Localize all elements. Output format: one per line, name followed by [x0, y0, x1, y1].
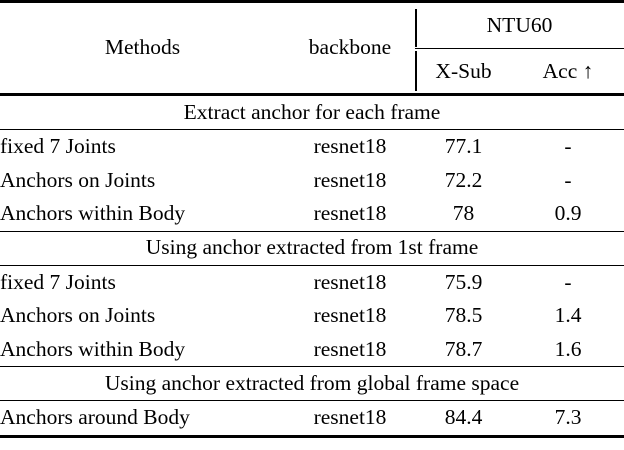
- cell-backbone: resnet18: [313, 336, 387, 361]
- cell-xsub: 78: [452, 201, 475, 225]
- cell-method: Anchors within Body: [0, 201, 186, 225]
- header-cell-group-ntu60: NTU60 X-Sub Acc ↑: [415, 2, 624, 95]
- vertical-rule-segment-top: [415, 9, 417, 47]
- column-header-ntu60: NTU60: [486, 12, 553, 37]
- cell-method: fixed 7 Joints: [0, 269, 116, 294]
- table-head: Methods backbone NTU60 X-Sub Acc ↑: [0, 1, 624, 95]
- cell-acc: 7.3: [554, 405, 582, 429]
- table-row: Anchors on Joints resnet18 78.5 1.4: [0, 299, 624, 333]
- cell-backbone: resnet18: [313, 303, 387, 327]
- cell-backbone: resnet18: [313, 201, 387, 225]
- cell-acc: -: [564, 134, 572, 158]
- cell-xsub: 78.5: [444, 303, 483, 327]
- column-header-xsub: X-Sub: [435, 58, 492, 83]
- header-cell-methods: Methods: [0, 2, 285, 95]
- table-row: Anchors within Body resnet18 78 0.9: [0, 197, 624, 231]
- cell-acc: -: [564, 269, 572, 294]
- cell-method: Anchors within Body: [0, 336, 186, 361]
- cell-acc: 1.4: [554, 303, 582, 327]
- group-header-wrap: NTU60 X-Sub Acc ↑: [415, 3, 624, 93]
- table-row: fixed 7 Joints resnet18 77.1 -: [0, 130, 624, 164]
- section-title-row: Extract anchor for each frame: [0, 95, 624, 130]
- table-body: Extract anchor for each frame fixed 7 Joi…: [0, 95, 624, 436]
- cell-xsub: 78.7: [444, 336, 483, 361]
- cell-backbone: resnet18: [313, 269, 387, 294]
- cell-acc: 1.6: [554, 336, 582, 361]
- cell-backbone: resnet18: [313, 167, 387, 192]
- table-row: Anchors around Body resnet18 84.4 7.3: [0, 401, 624, 436]
- vertical-rule-segment-bottom: [415, 51, 417, 91]
- header-row: Methods backbone NTU60 X-Sub Acc ↑: [0, 1, 624, 95]
- cell-acc: 0.9: [554, 201, 582, 225]
- section-title-row: Using anchor extracted from 1st frame: [0, 231, 624, 265]
- cell-xsub: 75.9: [444, 269, 483, 294]
- header-cell-backbone: backbone: [285, 2, 415, 95]
- table-row: fixed 7 Joints resnet18 75.9 -: [0, 265, 624, 299]
- column-header-acc: Acc ↑: [542, 58, 594, 83]
- section-title-row: Using anchor extracted from global frame…: [0, 367, 624, 401]
- table-row: Anchors within Body resnet18 78.7 1.6: [0, 333, 624, 367]
- cell-method: Anchors around Body: [0, 405, 190, 429]
- column-header-methods: Methods: [104, 35, 181, 60]
- cell-xsub: 84.4: [444, 405, 483, 429]
- cell-backbone: resnet18: [313, 405, 387, 429]
- table-row: Anchors on Joints resnet18 72.2 -: [0, 164, 624, 198]
- cell-method: fixed 7 Joints: [0, 134, 116, 158]
- cell-xsub: 72.2: [444, 167, 483, 192]
- cell-acc: -: [564, 167, 572, 192]
- section-title: Extract anchor for each frame: [183, 99, 441, 124]
- section-title: Using anchor extracted from global frame…: [104, 370, 520, 395]
- results-table: Methods backbone NTU60 X-Sub Acc ↑: [0, 1, 624, 436]
- cell-method: Anchors on Joints: [0, 303, 156, 327]
- cell-method: Anchors on Joints: [0, 167, 156, 192]
- section-title: Using anchor extracted from 1st frame: [145, 235, 479, 260]
- group-subheader-row: X-Sub Acc ↑: [415, 48, 624, 94]
- column-header-backbone: backbone: [308, 35, 392, 60]
- cell-xsub: 77.1: [444, 134, 483, 158]
- cell-backbone: resnet18: [313, 134, 387, 158]
